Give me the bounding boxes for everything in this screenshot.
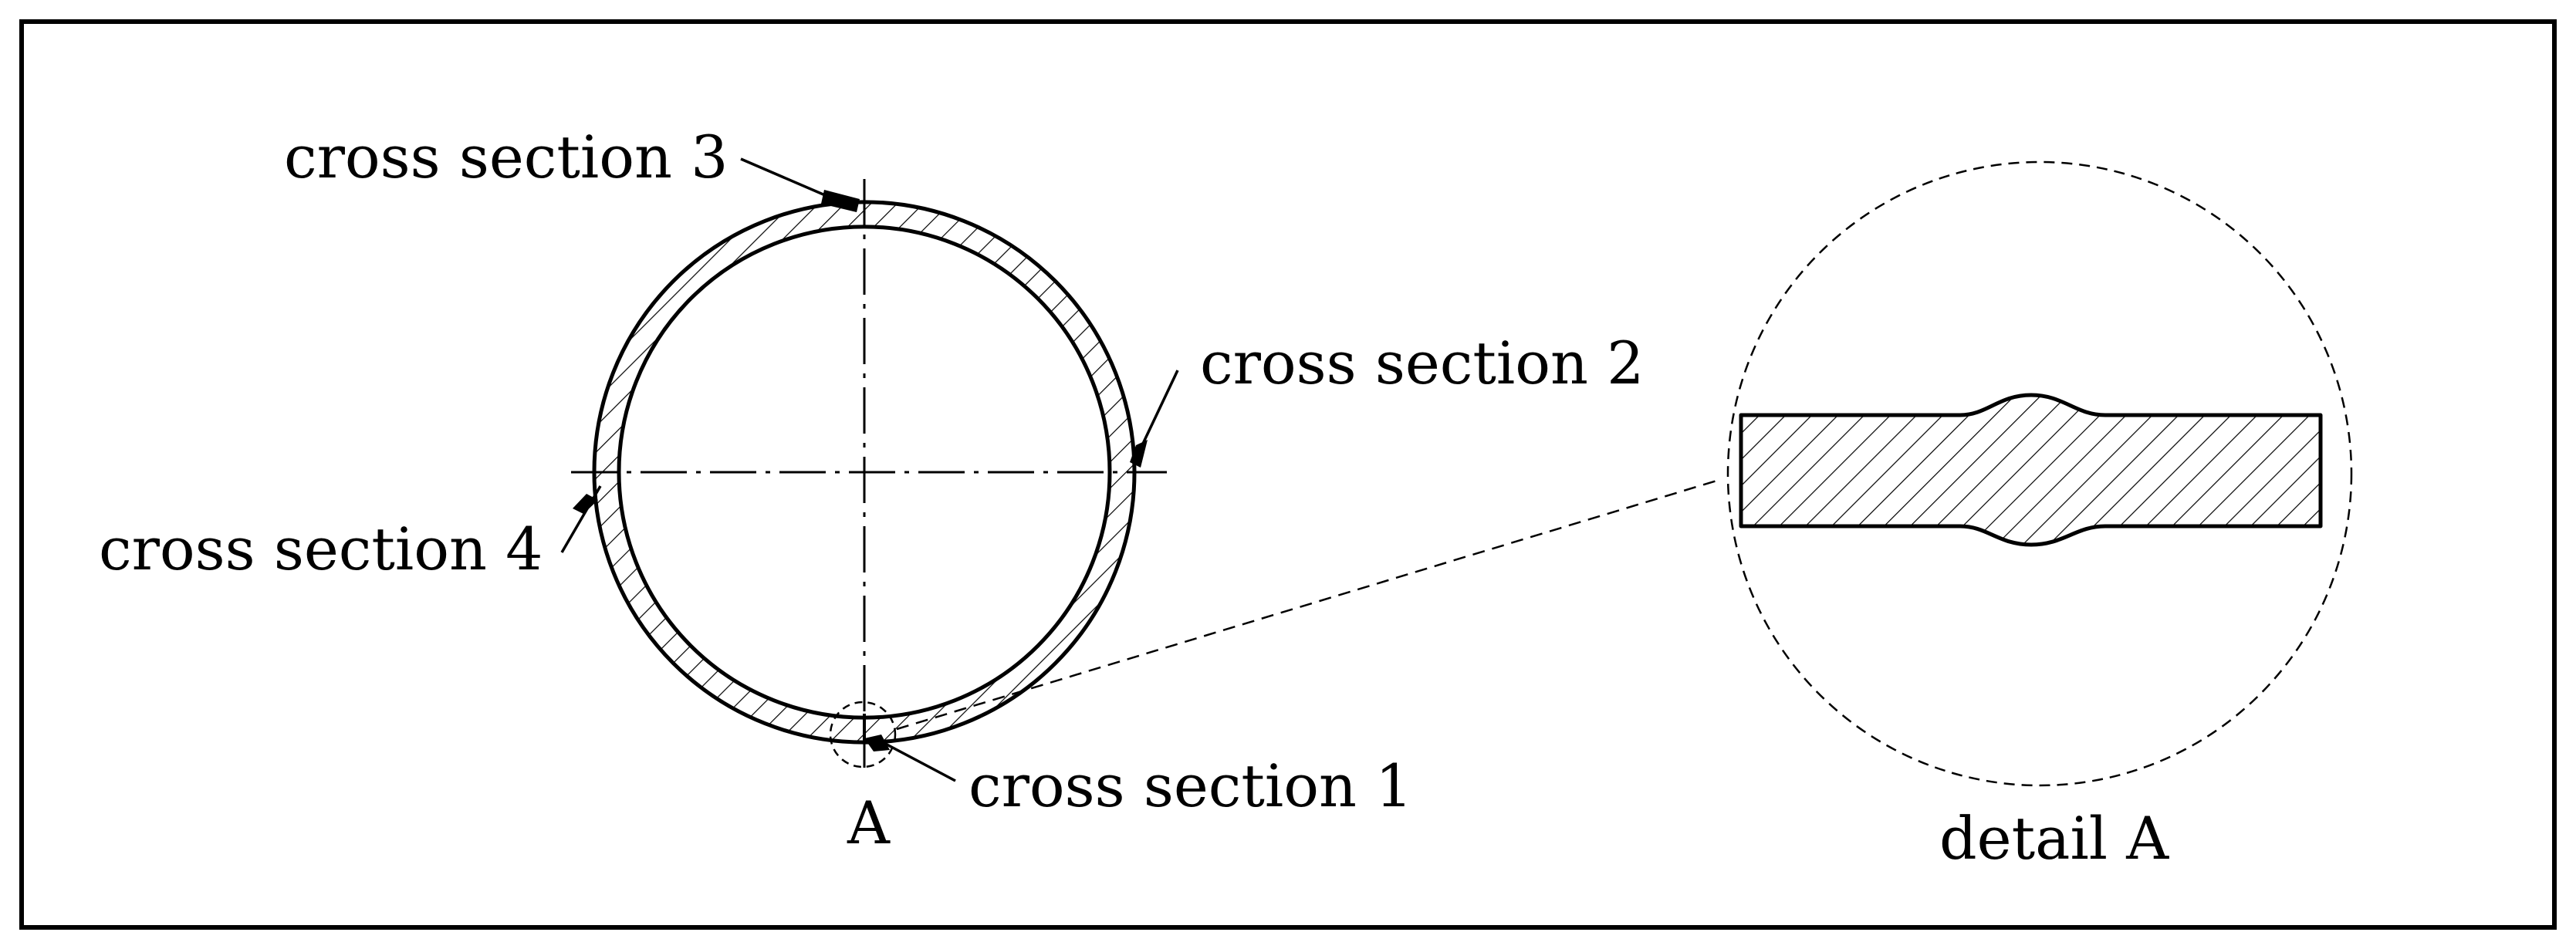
cross-section-4-label: cross section 4	[99, 515, 543, 583]
cross-section-3-label: cross section 3	[284, 123, 728, 191]
cross-section-4-indicator	[560, 485, 602, 553]
cross-section-1-label: cross section 1	[969, 751, 1412, 820]
detail-a-marker-label: A	[847, 789, 891, 857]
cross-section-1-indicator	[864, 735, 956, 782]
detail-leader-line	[896, 478, 1720, 731]
detail-a-caption: detail A	[1939, 804, 2169, 873]
detail-a-marker-circle	[829, 701, 897, 768]
cross-section-3-indicator	[740, 157, 860, 212]
detail-a-outline	[1726, 160, 2353, 787]
weld-profile	[1739, 393, 2323, 547]
detail-a-view	[1726, 160, 2353, 787]
cross-section-2-label: cross section 2	[1200, 329, 1644, 397]
cross-section-2-indicator	[1130, 370, 1179, 468]
drawing-frame	[19, 19, 2557, 930]
tube-cross-section	[571, 179, 1167, 768]
